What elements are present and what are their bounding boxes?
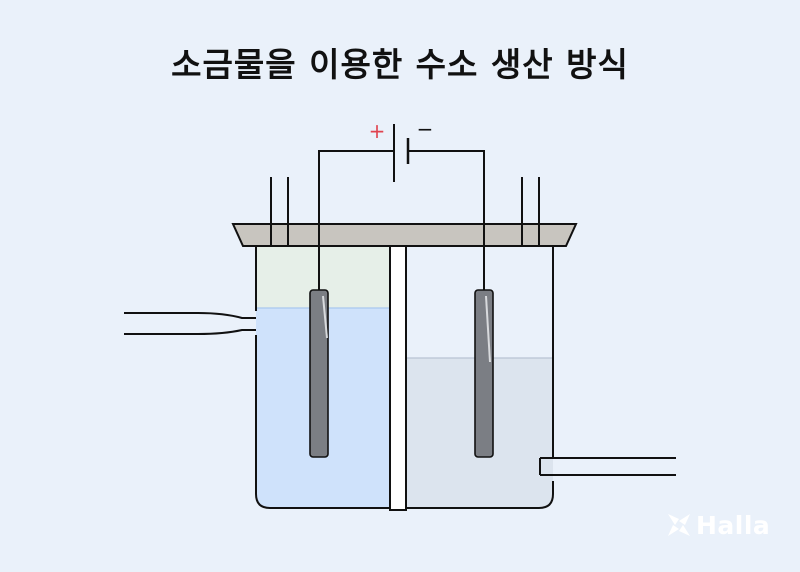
anode-electrode <box>309 289 329 458</box>
tank-lid <box>231 223 578 247</box>
circuit-wire <box>318 150 485 292</box>
battery-plus-sign: + <box>369 119 386 143</box>
cathode-electrode <box>474 289 494 458</box>
separator-membrane <box>389 245 407 511</box>
halla-logo-icon <box>668 514 690 536</box>
halla-logo: Halla <box>664 510 770 540</box>
battery-minus-sign: − <box>417 117 434 141</box>
page-title: 소금물을 이용한 수소 생산 방식 <box>171 45 629 84</box>
inlet-pipe <box>124 312 256 335</box>
right-gas-vent <box>521 177 540 246</box>
outlet-pipe <box>539 457 676 476</box>
left-gas-vent <box>270 177 289 246</box>
halla-logo-text: Halla <box>696 510 771 540</box>
